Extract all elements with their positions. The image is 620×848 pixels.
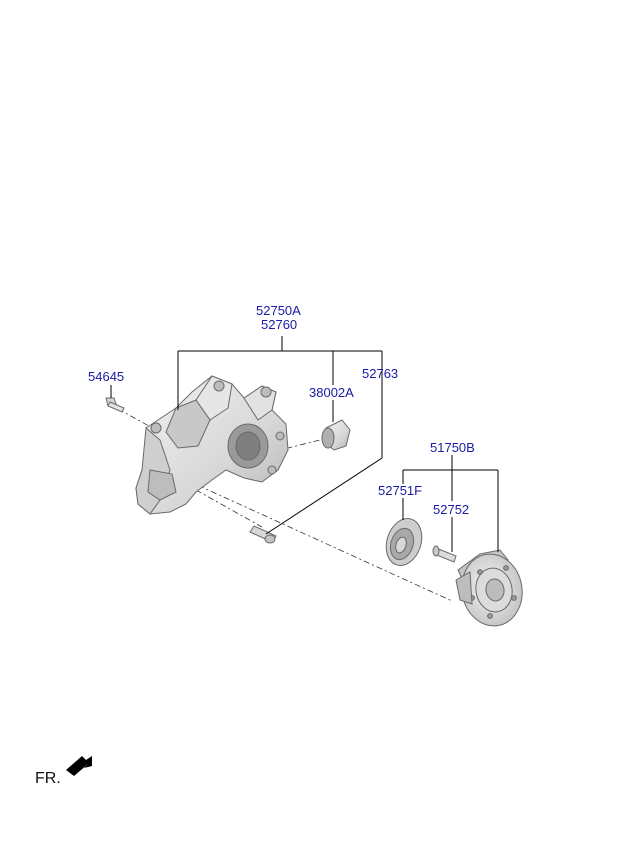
label-52750a: 52750A [256, 303, 301, 318]
hub-bolt-illustration [432, 545, 457, 563]
dust-cover-illustration [385, 518, 423, 566]
label-52760: 52760 [261, 317, 297, 332]
front-direction-label: FR. [35, 770, 61, 787]
bolt-52763-illustration [249, 525, 277, 544]
label-51750b: 51750B [430, 440, 475, 455]
leader-lines [110, 336, 499, 552]
label-38002a: 38002A [309, 385, 354, 400]
bushing-illustration [321, 419, 351, 451]
label-52752: 52752 [433, 502, 469, 517]
bolt-54645-illustration [105, 397, 125, 413]
label-52763: 52763 [362, 366, 398, 381]
label-52751f: 52751F [378, 483, 422, 498]
label-54645: 54645 [88, 369, 124, 384]
front-arrow-icon [66, 756, 92, 776]
knuckle-illustration [135, 375, 289, 515]
hub-bearing-illustration [455, 549, 523, 627]
